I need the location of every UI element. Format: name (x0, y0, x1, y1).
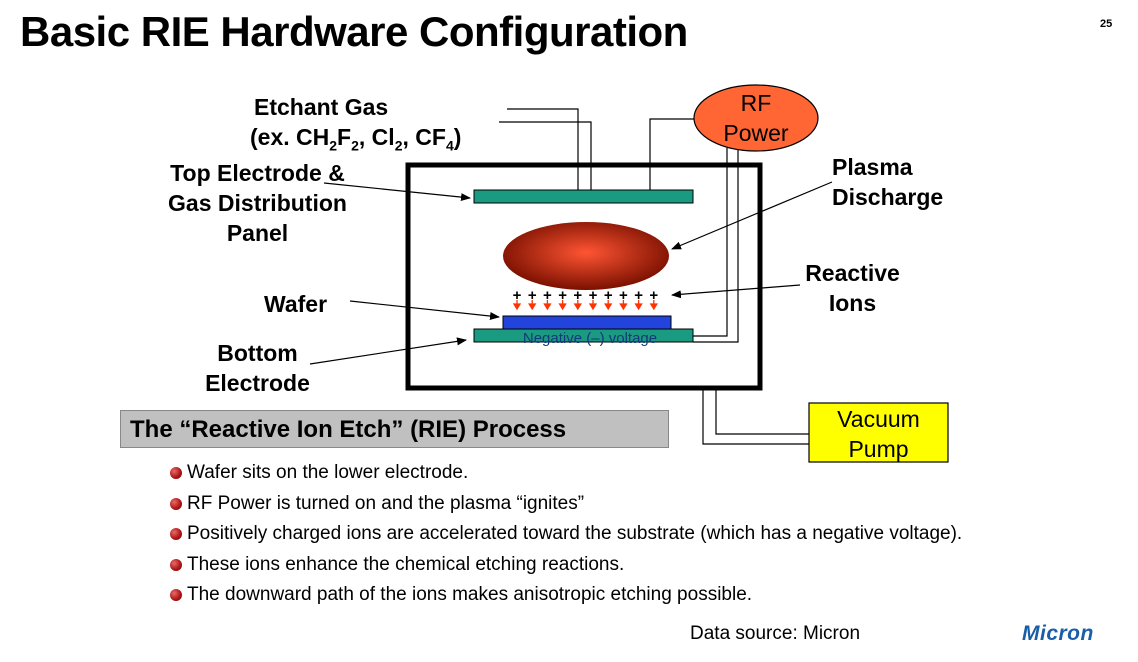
bullet-dot-icon (170, 558, 182, 571)
rf-power-label: RF Power (723, 90, 789, 146)
slide-title: Basic RIE Hardware Configuration (20, 8, 688, 55)
plasma-discharge (503, 222, 669, 290)
bullet-item: Wafer sits on the lower electrode. (170, 460, 962, 491)
data-source-label: Data source: Micron (690, 623, 861, 644)
process-heading: The “Reactive Ion Etch” (RIE) Process (120, 410, 669, 448)
bottom-electrode-label: Bottom Electrode (205, 340, 310, 396)
arrow-ions (671, 284, 801, 299)
ion-down-arrow-icon (588, 300, 598, 311)
bullet-item: RF Power is turned on and the plasma “ig… (170, 491, 962, 522)
ion-down-arrow-icon (512, 300, 522, 311)
ion-plus: + (604, 287, 613, 311)
process-bullet-list: Wafer sits on the lower electrode. RF Po… (170, 460, 962, 613)
vacuum-line-inner (715, 390, 809, 435)
ion-down-arrow-icon (573, 300, 582, 311)
ion-plus-sign: + (558, 287, 567, 304)
plasma-discharge-label: Plasma Discharge (832, 154, 944, 210)
ion-plus: + (573, 287, 582, 311)
top-electrode-label: Top Electrode & Gas Distribution Panel (168, 160, 347, 246)
ion-down-arrow-icon (604, 300, 613, 311)
ion-down-arrow-icon (528, 300, 537, 311)
reactive-ions-group: + + + + + + + + + + (512, 287, 658, 311)
ion-down-arrow-icon (634, 300, 643, 311)
bullet-dot-icon (170, 467, 182, 479)
vacuum-line-outer (702, 390, 809, 445)
etchant-example-label: (ex. CH2F2, Cl2, CF4) (250, 124, 462, 154)
ion-down-arrow-icon (543, 300, 552, 311)
bullet-dot-icon (170, 528, 182, 540)
ion-plus-sign: + (589, 287, 598, 304)
ion-plus: + (619, 287, 628, 311)
bullet-item: Positively charged ions are accelerated … (170, 521, 962, 552)
ion-plus-sign: + (573, 287, 582, 304)
arrow-plasma (671, 181, 833, 250)
arrow-bottom-electrode (309, 337, 467, 365)
ion-plus: + (528, 287, 537, 311)
ion-plus: + (543, 287, 552, 311)
rf-line-top (649, 118, 699, 191)
rf-line-bottom (693, 148, 728, 337)
ion-plus-sign: + (543, 287, 552, 304)
wafer (502, 315, 672, 330)
ion-plus-sign: + (528, 287, 537, 304)
ion-plus: + (649, 287, 658, 311)
ion-plus-sign: + (513, 287, 522, 304)
wafer-label: Wafer (264, 291, 328, 317)
bullet-dot-icon (170, 497, 182, 510)
etchant-gas-label: Etchant Gas (254, 94, 389, 120)
ion-down-arrow-icon (558, 300, 567, 311)
ion-plus: + (512, 287, 522, 311)
vacuum-pump-box (808, 402, 949, 463)
ion-plus-sign: + (604, 287, 613, 304)
gas-line-outer (507, 108, 579, 191)
ion-plus-sign: + (619, 287, 628, 304)
bullet-item: The downward path of the ions makes anis… (170, 582, 962, 613)
ion-plus-sign: + (634, 287, 643, 304)
ion-plus-sign: + (649, 287, 658, 304)
ion-plus: + (634, 287, 643, 311)
ion-plus: + (588, 287, 598, 311)
top-electrode (473, 189, 694, 204)
negative-voltage-label: Negative (–) voltage (523, 330, 657, 347)
reactive-ions-label: Reactive Ions (805, 260, 900, 316)
arrow-wafer (349, 300, 500, 321)
page-number: 25 (1100, 18, 1113, 30)
bullet-item: These ions enhance the chemical etching … (170, 552, 962, 583)
bullet-dot-icon (170, 589, 182, 601)
ion-down-arrow-icon (649, 300, 658, 311)
ion-down-arrow-icon (619, 300, 628, 311)
chamber-box (405, 162, 763, 391)
gas-line-inner (499, 121, 592, 191)
arrow-top-electrode (323, 182, 471, 202)
ion-plus: + (558, 287, 567, 311)
rf-power-source (693, 84, 819, 152)
vacuum-pump-label: Vacuum Pump (837, 406, 920, 462)
rf-line-bottom-2 (693, 148, 739, 343)
micron-logo-icon: Micron (1022, 622, 1094, 645)
